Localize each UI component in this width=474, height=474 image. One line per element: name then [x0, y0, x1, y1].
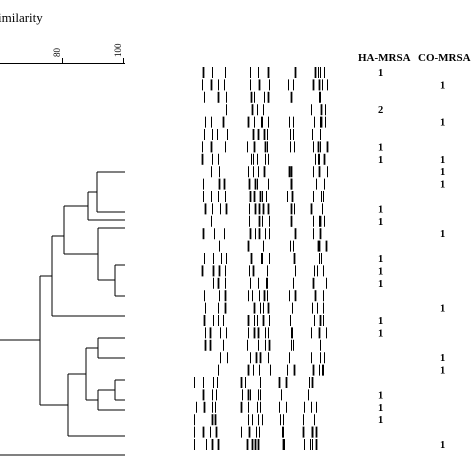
- dendrogram-tree: [0, 171, 125, 456]
- band-lane: [202, 141, 329, 153]
- band-lane: [203, 191, 324, 202]
- co-count-cell: 1: [440, 155, 445, 166]
- band-lane: [205, 116, 326, 128]
- band-lane: [219, 240, 328, 252]
- ha-count-cell: 1: [378, 403, 383, 414]
- co-count-cell: 1: [440, 440, 445, 451]
- ha-count-cell: 1: [378, 328, 383, 339]
- band-lane: [194, 377, 314, 388]
- co-count-cell: 1: [440, 180, 445, 191]
- ha-count-cell: 1: [378, 217, 383, 228]
- band-lane: [194, 426, 318, 438]
- ha-count-cell: 1: [378, 142, 383, 153]
- co-count-cell: 1: [440, 167, 445, 178]
- band-lane: [202, 67, 325, 78]
- scale-tick-100: 100: [113, 43, 123, 57]
- band-lane: [204, 253, 322, 264]
- band-lane: [211, 166, 328, 178]
- co-count-cell: 1: [440, 229, 445, 240]
- ha-count-cell: 1: [378, 155, 383, 166]
- band-lane: [204, 129, 321, 140]
- scale-tick-80: 80: [52, 48, 62, 58]
- similarity-title: imilarity: [0, 10, 43, 25]
- ha-count-cell: 1: [378, 390, 383, 401]
- co-count-cell: 1: [440, 80, 445, 91]
- ha-mrsa-header: HA-MRSA: [358, 52, 411, 64]
- band-lane: [203, 315, 324, 326]
- band-lane: [194, 439, 318, 450]
- pfge-band-pattern: [194, 67, 329, 450]
- co-count-cell: 1: [440, 304, 445, 315]
- ha-count-cell: 1: [378, 254, 383, 265]
- ha-count-cell: 1: [378, 316, 383, 327]
- band-lane: [202, 389, 309, 401]
- band-lane: [204, 290, 324, 302]
- ha-count-cell: 1: [378, 68, 383, 79]
- band-lane: [204, 91, 321, 103]
- ha-count-cell: 2: [378, 105, 383, 116]
- ha-count-cell: 1: [378, 266, 383, 277]
- band-lane: [202, 228, 322, 240]
- similarity-scale: [0, 58, 125, 64]
- band-lane: [202, 79, 328, 91]
- band-lane: [213, 277, 327, 289]
- co-count-cell: 1: [440, 366, 445, 377]
- band-lane: [194, 414, 315, 426]
- band-lane: [220, 352, 325, 364]
- band-lane: [226, 104, 326, 116]
- ha-count-cell: 1: [378, 415, 383, 426]
- band-lane: [201, 265, 324, 277]
- band-lane: [196, 401, 317, 413]
- co-count-cell: 1: [440, 118, 445, 129]
- band-lane: [204, 203, 323, 215]
- band-lane: [205, 302, 324, 314]
- ha-count-cell: 1: [378, 204, 383, 215]
- co-count-cell: 1: [440, 353, 445, 364]
- band-lane: [204, 339, 321, 351]
- band-lane: [211, 215, 325, 227]
- ha-count-cell: 1: [378, 279, 383, 290]
- band-lane: [205, 327, 327, 339]
- co-mrsa-header: CO-MRSA: [418, 52, 471, 64]
- band-lane: [218, 364, 324, 376]
- band-lane: [201, 153, 326, 165]
- band-lane: [203, 178, 325, 190]
